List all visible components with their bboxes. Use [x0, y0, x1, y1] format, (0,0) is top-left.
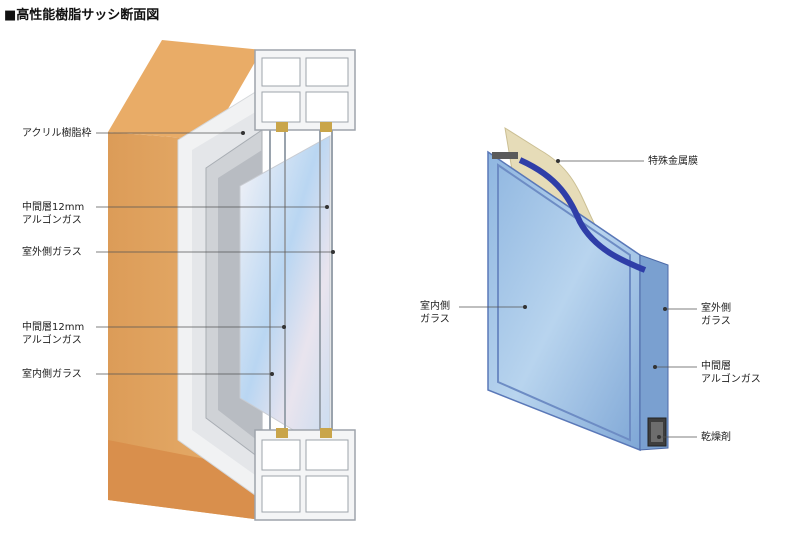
label-mid-layer-1: 中間層12mm アルゴンガス: [22, 201, 84, 227]
leader-dot: [663, 307, 667, 311]
label-mid-layer-2: 中間層12mm アルゴンガス: [22, 321, 84, 347]
label-text: アクリル樹脂枠: [22, 128, 92, 139]
profile-chamber: [261, 439, 301, 471]
label-inner-glass-right: 室内側 ガラス: [420, 300, 450, 326]
label-text: 中間層12mm: [22, 322, 85, 333]
right-leader-dots: [523, 159, 667, 439]
label-text: 室外側ガラス: [22, 247, 82, 258]
label-text: アルゴンガス: [22, 215, 82, 226]
left-leader-dots: [241, 131, 335, 376]
profile-chamber: [261, 475, 301, 513]
label-outer-glass-right: 室外側 ガラス: [701, 302, 731, 328]
label-text: ガラス: [701, 316, 731, 327]
label-text: 中間層: [701, 361, 731, 372]
spacer: [320, 122, 332, 132]
window-section-illustration: [108, 40, 356, 521]
label-outer-glass: 室外側ガラス: [22, 246, 82, 259]
spacer: [276, 428, 288, 438]
glass-unit-edge: [639, 254, 669, 451]
profile-chamber: [305, 57, 349, 87]
label-desiccant: 乾燥剤: [701, 431, 731, 444]
label-text: 特殊金属膜: [648, 156, 698, 167]
label-text: 乾燥剤: [701, 432, 731, 443]
spacer: [320, 428, 332, 438]
spacer-bar: [492, 152, 518, 159]
leader-dot: [282, 325, 286, 329]
label-inner-glass: 室内側ガラス: [22, 368, 82, 381]
glass-unit-inner-frame: [497, 163, 631, 442]
spacer: [276, 122, 288, 132]
profile-chamber: [261, 91, 301, 123]
label-acrylic-frame: アクリル樹脂枠: [22, 127, 92, 140]
label-text: アルゴンガス: [701, 374, 761, 385]
leader-dot: [653, 365, 657, 369]
label-text: 室内側: [420, 301, 450, 312]
label-text: アルゴンガス: [22, 335, 82, 346]
leader-dot: [241, 131, 245, 135]
profile-chamber: [261, 57, 301, 87]
label-text: 中間層12mm: [22, 202, 85, 213]
leader-dot: [331, 250, 335, 254]
leader-dot: [270, 372, 274, 376]
leader-dot: [556, 159, 560, 163]
label-text: 室外側: [701, 303, 731, 314]
label-special-metal-film: 特殊金属膜: [648, 155, 698, 168]
left-leader-lines: [96, 132, 333, 375]
glass-unit-illustration: [487, 126, 669, 452]
desiccant-beads: [651, 422, 663, 442]
label-text: ガラス: [420, 314, 450, 325]
leader-dot: [523, 305, 527, 309]
profile-chamber: [305, 439, 349, 471]
label-mid-layer-right: 中間層 アルゴンガス: [701, 360, 761, 386]
leader-dot: [657, 435, 661, 439]
metal-film-curve: [518, 157, 647, 273]
page-title: ■高性能樹脂サッシ断面図: [4, 8, 160, 23]
profile-chamber: [305, 91, 349, 123]
profile-chamber: [305, 475, 349, 513]
leader-dot: [325, 205, 329, 209]
right-leader-lines: [459, 160, 697, 438]
label-text: 室内側ガラス: [22, 369, 82, 380]
wood-frame-bottom: [108, 440, 262, 520]
